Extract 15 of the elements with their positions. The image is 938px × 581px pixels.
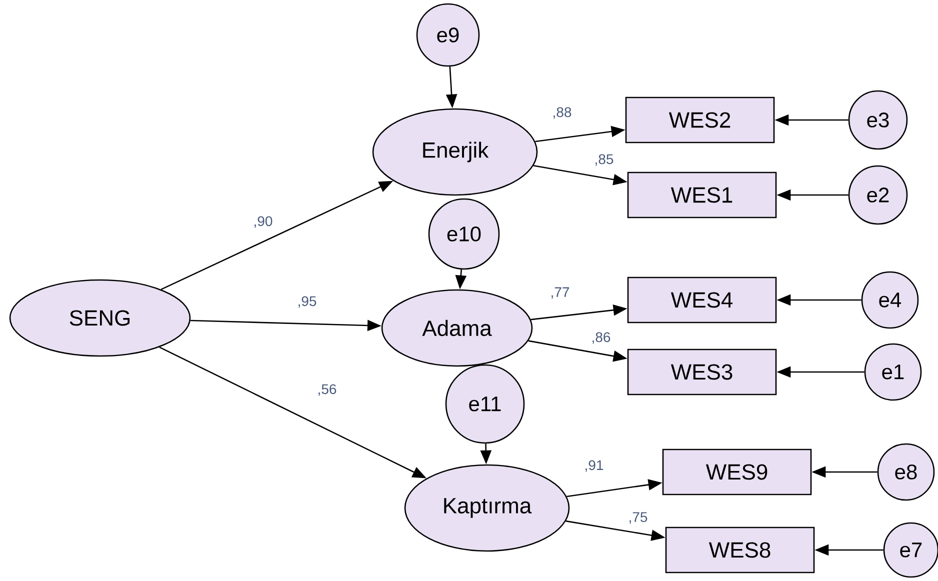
path-coefficient: ,90 — [254, 216, 272, 228]
observed-box: WES3 — [627, 348, 777, 396]
observed-box: WES8 — [665, 526, 815, 574]
observed-box: WES1 — [627, 172, 777, 218]
path-coefficient: ,91 — [586, 460, 604, 472]
observed-box: WES4 — [627, 276, 777, 324]
path-coefficient: ,85 — [596, 154, 614, 166]
path-coefficient: ,75 — [630, 512, 648, 524]
path-coefficient: ,95 — [298, 296, 316, 308]
observed-box: WES2 — [625, 96, 775, 144]
observed-box: WES9 — [662, 448, 812, 496]
path-coefficient: ,88 — [554, 107, 572, 119]
path-coefficient: ,77 — [552, 287, 570, 299]
path-coefficient: ,56 — [318, 384, 336, 396]
path-coefficient: ,86 — [592, 332, 610, 344]
